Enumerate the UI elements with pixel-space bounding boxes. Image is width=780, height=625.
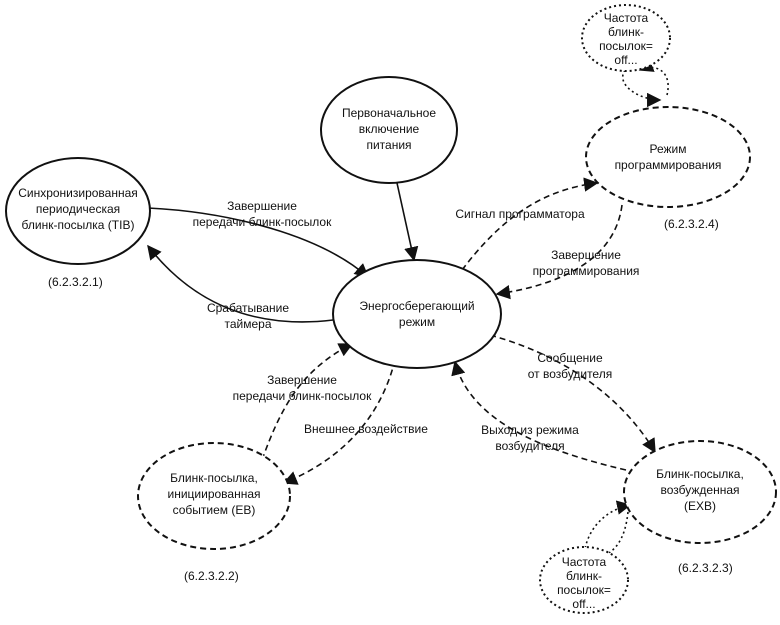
edge-eb-to-energy bbox=[261, 343, 354, 461]
edge-programming-to-freq-top bbox=[638, 58, 669, 96]
node-power-on: Первоначальное включение питания bbox=[320, 76, 458, 184]
label-energy-to-tib-2: таймера bbox=[224, 317, 271, 331]
label-exb-to-energy-2: возбудителя bbox=[495, 439, 564, 453]
node-freq-bottom-line-2: блинк- bbox=[566, 569, 602, 583]
node-eb-line-1: Блинк-посылка, bbox=[170, 471, 258, 485]
label-exb-to-energy-1: Выход из режима bbox=[481, 423, 579, 437]
node-freq-bottom-line-1: Частота bbox=[562, 555, 607, 569]
label-eb-to-energy-2: передачи блинк-посылок bbox=[233, 389, 372, 403]
node-tib-line-3: блинк-посылка (TIB) bbox=[22, 218, 135, 232]
node-power-on-line-3: питания bbox=[366, 138, 411, 152]
label-energy-to-eb: Внешнее воздействие bbox=[304, 422, 428, 436]
label-energy-to-exb-1: Сообщение bbox=[537, 351, 603, 365]
edge-energy-to-tib bbox=[147, 244, 334, 323]
node-freq-bottom-line-4: off... bbox=[572, 597, 595, 611]
edge-programming-to-energy bbox=[495, 204, 623, 300]
node-freq-top-line-2: блинк- bbox=[608, 25, 644, 39]
node-tib-line-1: Синхронизированная bbox=[18, 186, 138, 200]
node-exb-line-2: возбужденная bbox=[660, 483, 739, 497]
ref-tib: (6.2.3.2.1) bbox=[48, 275, 103, 289]
node-exb-line-1: Блинк-посылка, bbox=[656, 467, 744, 481]
node-energy-line-2: режим bbox=[399, 315, 435, 329]
node-tib-line-2: периодическая bbox=[36, 202, 120, 216]
node-exb: Блинк-посылка, возбужденная (EXB) bbox=[623, 440, 777, 544]
label-eb-to-energy-1: Завершение bbox=[267, 373, 337, 387]
node-freq-bottom: Частота блинк- посылок= off... bbox=[539, 546, 629, 614]
label-energy-to-exb-2: от возбудителя bbox=[528, 367, 612, 381]
label-tib-to-energy-1: Завершение bbox=[227, 199, 297, 213]
label-energy-to-programming: Сигнал программатора bbox=[455, 207, 585, 221]
edge-energy-to-programming bbox=[461, 177, 599, 271]
node-power-on-line-2: включение bbox=[359, 122, 420, 136]
node-programming-line-2: программирования bbox=[615, 158, 722, 172]
node-eb-line-2: инициированная bbox=[168, 487, 261, 501]
label-tib-to-energy-2: передачи блинк-посылок bbox=[193, 215, 332, 229]
label-programming-to-energy-1: Завершение bbox=[551, 248, 621, 262]
ref-programming: (6.2.3.2.4) bbox=[664, 217, 719, 231]
node-freq-top-line-1: Частота bbox=[604, 11, 649, 25]
edge-poweron-to-energy bbox=[396, 182, 419, 262]
edge-energy-to-exb bbox=[489, 334, 656, 454]
node-programming-line-1: Режим bbox=[650, 142, 687, 156]
ref-eb: (6.2.3.2.2) bbox=[184, 569, 239, 583]
edge-energy-to-eb bbox=[282, 359, 396, 485]
node-power-on-line-1: Первоначальное bbox=[342, 106, 436, 120]
node-energy-saving: Энергосберегающий режим bbox=[332, 259, 502, 369]
node-tib: Синхронизированная периодическая блинк-п… bbox=[5, 157, 151, 265]
node-programming: Режим программирования bbox=[585, 106, 751, 208]
node-freq-top: Частота блинк- посылок= off... bbox=[581, 4, 671, 72]
node-eb: Блинк-посылка, инициированная событием (… bbox=[137, 442, 291, 550]
ref-exb: (6.2.3.2.3) bbox=[678, 561, 733, 575]
label-programming-to-energy-2: программирования bbox=[533, 264, 640, 278]
node-freq-top-line-3: посылок= bbox=[599, 39, 653, 53]
node-freq-top-line-4: off... bbox=[614, 53, 637, 67]
edge-freq-top-to-programming bbox=[622, 69, 662, 108]
edge-tib-to-energy bbox=[147, 207, 370, 278]
node-exb-line-3: (EXB) bbox=[684, 499, 716, 513]
edge-exb-to-energy bbox=[451, 360, 627, 471]
node-freq-bottom-line-3: посылок= bbox=[557, 583, 611, 597]
node-eb-line-3: событием (EB) bbox=[173, 503, 256, 517]
node-energy-line-1: Энергосберегающий bbox=[359, 299, 474, 313]
label-energy-to-tib-1: Срабатывание bbox=[207, 301, 289, 315]
